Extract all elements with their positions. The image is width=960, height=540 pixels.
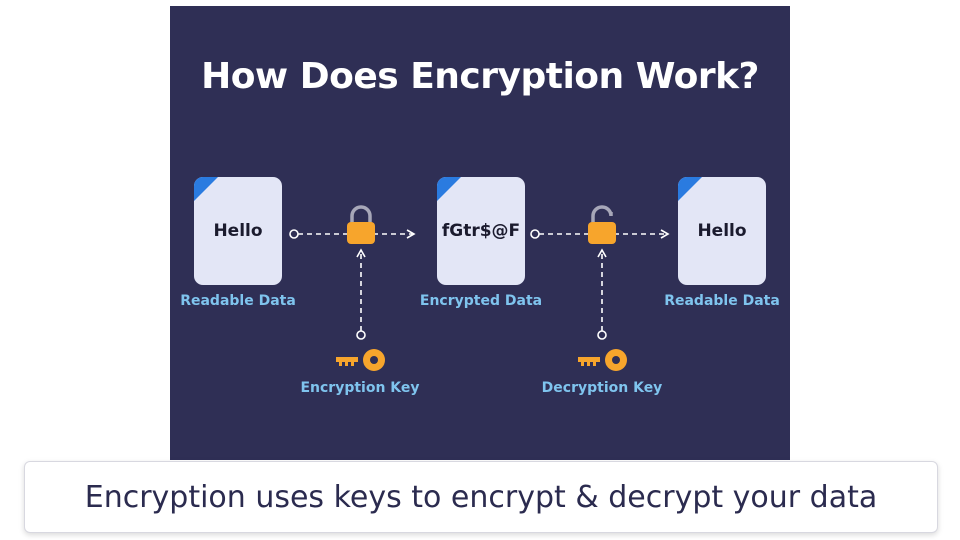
document-text: Hello bbox=[213, 221, 263, 241]
key-icon-decryption bbox=[578, 349, 627, 371]
readable-data-document: Hello bbox=[194, 177, 282, 285]
readable-data-label: Readable Data bbox=[180, 293, 296, 309]
lock-open-icon bbox=[588, 205, 616, 244]
decryption-key-label: Decryption Key bbox=[541, 380, 663, 396]
document-text: fGtr$@F bbox=[441, 221, 521, 241]
flow-connector-2 bbox=[530, 229, 670, 239]
diagram-title: How Does Encryption Work? bbox=[201, 56, 759, 97]
connectors-layer bbox=[289, 205, 670, 371]
decrypted-data-document: Hello bbox=[678, 177, 766, 285]
key-icon-encryption bbox=[336, 349, 385, 371]
key-connector-1 bbox=[356, 248, 366, 340]
document-fold-icon bbox=[437, 177, 461, 201]
document-fold-icon bbox=[194, 177, 218, 201]
key-connector-2 bbox=[597, 248, 607, 340]
encrypted-data-document: fGtr$@F bbox=[437, 177, 525, 285]
document-fold-icon bbox=[678, 177, 702, 201]
encrypted-data-label: Encrypted Data bbox=[419, 293, 543, 309]
caption-banner: Encryption uses keys to encrypt & decryp… bbox=[24, 461, 938, 533]
readable-data-label-2: Readable Data bbox=[664, 293, 780, 309]
flow-connector-1 bbox=[289, 229, 416, 239]
lock-closed-icon bbox=[347, 205, 375, 244]
document-text: Hello bbox=[697, 221, 747, 241]
diagram-panel: How Does Encryption Work? bbox=[170, 6, 790, 460]
caption-text: Encryption uses keys to encrypt & decryp… bbox=[84, 479, 878, 515]
encryption-key-label: Encryption Key bbox=[300, 380, 420, 396]
